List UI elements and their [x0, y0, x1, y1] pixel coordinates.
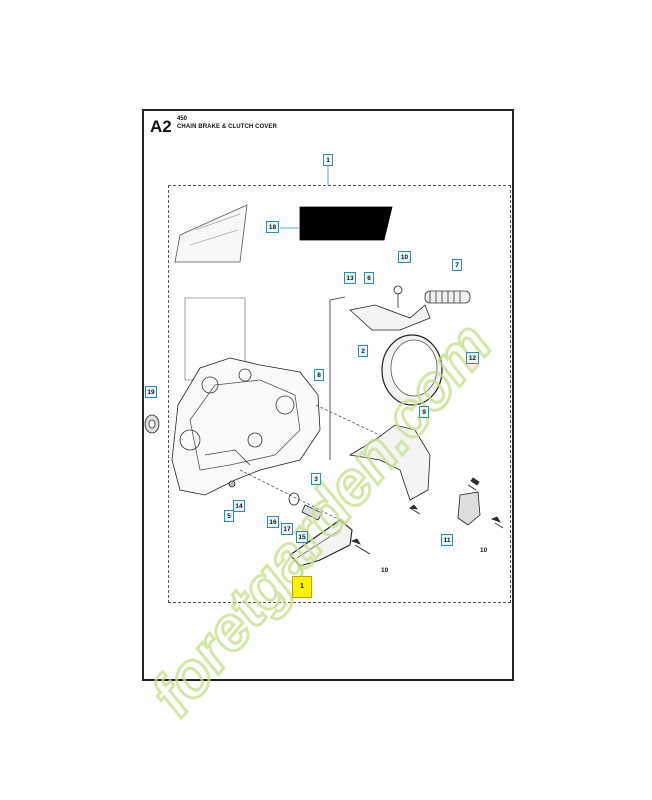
callout-12[interactable]: 12	[466, 352, 479, 364]
o-ring	[288, 492, 300, 506]
callout-8[interactable]: 8	[314, 369, 324, 381]
brake-spring	[424, 290, 471, 304]
section-title: CHAIN BRAKE & CLUTCH COVER	[177, 124, 277, 130]
callout-9[interactable]: 9	[419, 406, 429, 418]
callout-1-highlighted[interactable]: 1	[292, 576, 312, 598]
callout-3[interactable]: 3	[311, 473, 321, 485]
clutch-cover-body	[171, 357, 321, 496]
callout-14[interactable]: 14	[233, 500, 245, 512]
callout-7[interactable]: 7	[452, 259, 462, 271]
assembly-outline	[168, 185, 511, 603]
callout-18[interactable]: 18	[266, 221, 279, 233]
brake-lever	[348, 424, 431, 501]
decal-sheet	[174, 204, 248, 263]
callout-11[interactable]: 11	[441, 534, 453, 546]
label-10-bottom: 10	[381, 567, 389, 574]
callout-10-top[interactable]: 10	[398, 251, 411, 263]
callout-6[interactable]: 6	[364, 272, 374, 284]
brake-linkage	[349, 304, 431, 331]
black-decal	[299, 206, 393, 241]
callout-15[interactable]: 15	[296, 531, 308, 543]
callout-13[interactable]: 13	[344, 272, 356, 284]
diagram-frame	[142, 109, 514, 681]
callout-1-top[interactable]: 1	[323, 154, 333, 166]
model-number: 450	[177, 116, 188, 122]
callout-2[interactable]: 2	[358, 345, 368, 357]
label-10-right: 10	[480, 547, 488, 554]
tensioner-block	[457, 491, 481, 526]
section-code: A2	[150, 117, 172, 136]
callout-5[interactable]: 5	[224, 510, 234, 522]
callout-16[interactable]: 16	[267, 516, 279, 528]
callout-19[interactable]: 19	[145, 386, 157, 398]
callout-17[interactable]: 17	[281, 523, 293, 535]
